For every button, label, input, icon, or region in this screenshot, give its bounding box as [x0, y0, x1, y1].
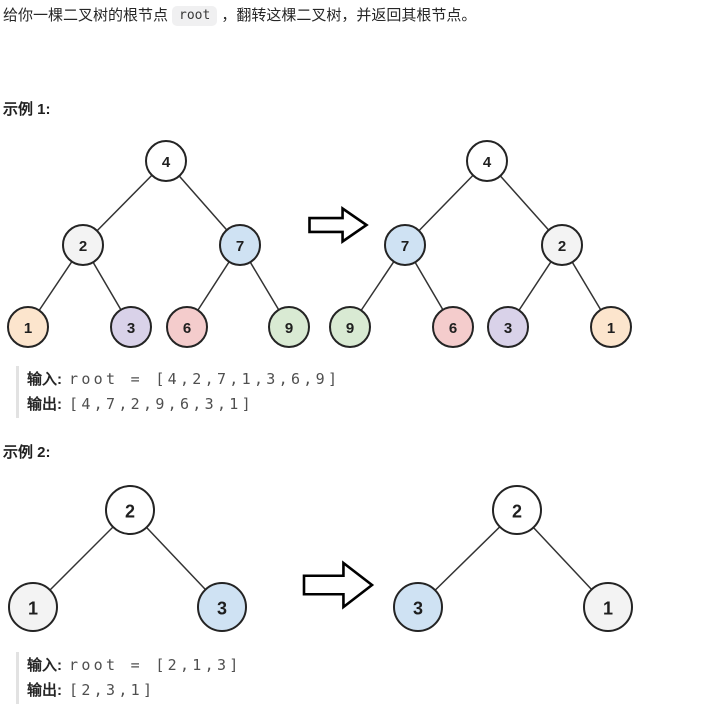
tree-node-value: 4 — [162, 154, 171, 171]
tree-node-value: 1 — [28, 599, 38, 619]
tree-node-circle — [466, 140, 508, 182]
tree-node-value: 3 — [127, 320, 135, 337]
tree-node-circle — [219, 224, 261, 266]
tree-node-circle — [145, 140, 187, 182]
tree-node-value: 7 — [401, 238, 409, 255]
tree-node-before-4: 4 — [145, 140, 187, 182]
example2-io-block: 输入: root = [2,1,3] 输出: [2,3,1] — [16, 652, 242, 704]
tree-node-circle — [8, 582, 58, 632]
statement-text-before: 给你一棵二叉树的根节点 — [3, 7, 169, 24]
tree-node-after-1: 1 — [590, 306, 632, 348]
output-label: 输出: — [27, 682, 62, 699]
tree-node-value: 2 — [512, 502, 522, 522]
tree-node-circle — [166, 306, 208, 348]
tree-node-before-3: 3 — [110, 306, 152, 348]
tree-node-after-4: 4 — [466, 140, 508, 182]
tree-node-circle — [432, 306, 474, 348]
example1-tree-diagram: 4 2 7 1 3 6 9 4 7 2 9 6 3 1 — [7, 140, 632, 348]
input-value: root = [4,2,7,1,3,6,9] — [69, 370, 341, 388]
tree-node-circle — [7, 306, 49, 348]
tree-node-value: 2 — [125, 502, 135, 522]
tree-node-before-9: 9 — [268, 306, 310, 348]
tree-node-after-3: 3 — [393, 582, 443, 632]
example2-heading: 示例 2: — [3, 444, 51, 461]
tree-node-value: 1 — [603, 599, 613, 619]
tree-node-circle — [583, 582, 633, 632]
tree-node-circle — [329, 306, 371, 348]
example2-output-line: 输出: [2,3,1] — [27, 678, 242, 703]
tree-node-value: 6 — [449, 320, 457, 337]
tree-node-value: 9 — [346, 320, 354, 337]
tree-node-after-3: 3 — [487, 306, 529, 348]
tree-node-value: 1 — [607, 320, 615, 337]
output-value: [2,3,1] — [69, 681, 156, 699]
tree-node-after-2: 2 — [492, 485, 542, 535]
tree-node-before-1: 1 — [8, 582, 58, 632]
tree-node-circle — [541, 224, 583, 266]
statement-text-after: ，翻转这棵二叉树，并返回其根节点。 — [221, 7, 477, 24]
tree-node-circle — [110, 306, 152, 348]
tree-node-value: 3 — [413, 599, 423, 619]
tree-node-circle — [393, 582, 443, 632]
input-value: root = [2,1,3] — [69, 656, 242, 674]
tree-node-value: 6 — [183, 320, 191, 337]
example1-heading: 示例 1: — [3, 101, 51, 118]
tree-node-value: 2 — [558, 238, 566, 255]
example2-input-line: 输入: root = [2,1,3] — [27, 653, 242, 678]
tree-node-value: 2 — [79, 238, 87, 255]
input-label: 输入: — [27, 657, 62, 674]
tree-node-after-2: 2 — [541, 224, 583, 266]
tree-node-before-7: 7 — [219, 224, 261, 266]
example1-output-line: 输出: [4,7,2,9,6,3,1] — [27, 392, 340, 417]
inline-code-root: root — [172, 6, 218, 26]
tree-node-value: 4 — [483, 154, 492, 171]
tree-node-value: 9 — [285, 320, 293, 337]
tree-node-circle — [384, 224, 426, 266]
tree-node-before-6: 6 — [166, 306, 208, 348]
tree-node-value: 7 — [236, 238, 244, 255]
output-value: [4,7,2,9,6,3,1] — [69, 395, 254, 413]
tree-node-value: 3 — [504, 320, 512, 337]
tree-node-circle — [590, 306, 632, 348]
tree-node-value: 3 — [217, 599, 227, 619]
tree-node-circle — [105, 485, 155, 535]
tree-node-after-6: 6 — [432, 306, 474, 348]
tree-node-value: 1 — [24, 320, 32, 337]
tree-node-before-2: 2 — [62, 224, 104, 266]
tree-node-after-1: 1 — [583, 582, 633, 632]
tree-node-before-1: 1 — [7, 306, 49, 348]
tree-node-circle — [62, 224, 104, 266]
tree-node-after-7: 7 — [384, 224, 426, 266]
tree-node-circle — [487, 306, 529, 348]
tree-node-circle — [268, 306, 310, 348]
tree-node-after-9: 9 — [329, 306, 371, 348]
invert-arrow-icon — [308, 206, 369, 244]
tree-node-circle — [197, 582, 247, 632]
invert-arrow-icon — [302, 560, 375, 610]
example1-input-line: 输入: root = [4,2,7,1,3,6,9] — [27, 367, 340, 392]
tree-node-before-2: 2 — [105, 485, 155, 535]
tree-node-before-3: 3 — [197, 582, 247, 632]
example2-tree-diagram: 2 1 3 2 3 1 — [8, 485, 633, 632]
tree-node-circle — [492, 485, 542, 535]
output-label: 输出: — [27, 396, 62, 413]
input-label: 输入: — [27, 371, 62, 388]
example1-io-block: 输入: root = [4,2,7,1,3,6,9] 输出: [4,7,2,9,6,… — [16, 366, 340, 418]
